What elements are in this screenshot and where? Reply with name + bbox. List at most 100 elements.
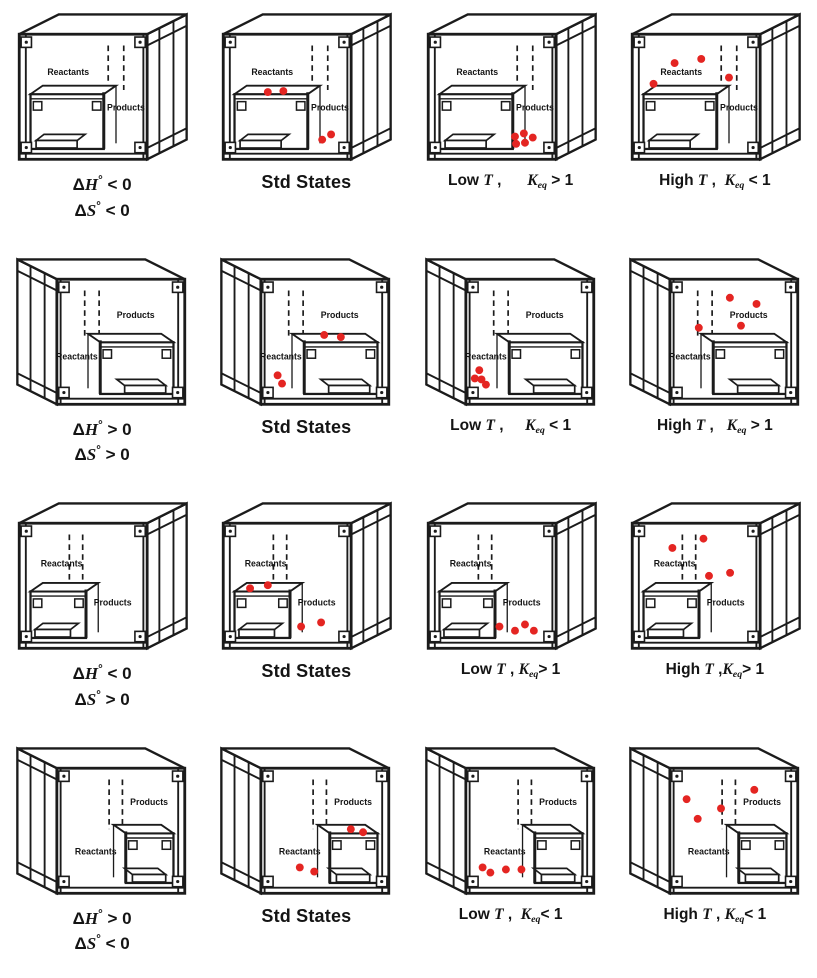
bolt-dot (176, 285, 180, 289)
crate-frame-line (221, 758, 262, 780)
crate-frame-line (17, 371, 58, 394)
bolt-dot (584, 774, 588, 778)
molecule-dot (296, 862, 305, 871)
bolt-dot (751, 40, 755, 44)
crate-face (734, 867, 782, 875)
bolt-dot (547, 634, 551, 639)
caption-text-run: ° (96, 444, 101, 457)
crate-frame-line (221, 269, 262, 291)
shelf-support-block (365, 348, 376, 359)
molecule-dot (511, 139, 520, 148)
bolt-dot (62, 390, 66, 394)
floor-beam (646, 628, 685, 638)
floor-beam (34, 628, 72, 638)
caption-text-run: ° (98, 663, 103, 676)
molecule-dot (327, 130, 336, 139)
shelf-support-block (510, 348, 521, 359)
crate-face (326, 867, 373, 875)
molecule-dot (726, 568, 734, 577)
reactants-label: Reactants (449, 558, 491, 568)
caption-text-run: < 0 (102, 175, 132, 194)
molecule-dot (697, 54, 706, 63)
bolt-dot (62, 285, 66, 289)
caption-text-run: K (527, 172, 538, 189)
caption-text-run: > 1 (546, 172, 574, 189)
floor-beam (532, 384, 576, 394)
cell-caption: High T , Keq < 1 (619, 172, 811, 191)
shelf-support-block (32, 100, 43, 111)
caption-text-run: ° (96, 199, 101, 212)
caption-text-run: eq (737, 424, 747, 436)
crate-face (436, 581, 510, 593)
molecule-dot (486, 868, 494, 877)
cell-caption: Std States (210, 417, 402, 438)
bolt-dot (24, 40, 29, 44)
caption-line: ΔS° < 0 (6, 198, 198, 224)
caption-text-run: > 0 (102, 419, 132, 439)
shelf-support-block (236, 598, 247, 609)
caption-text-run: > 1 (742, 661, 765, 678)
crate-frame-line (425, 860, 466, 883)
products-label: Products (502, 598, 540, 608)
crate-face (645, 622, 694, 631)
molecule-dot (699, 534, 708, 543)
caption-text-run: > 1 (746, 416, 773, 434)
bolt-dot (342, 145, 347, 150)
molecule-dot (704, 571, 713, 580)
caption-text-run: ° (98, 174, 103, 187)
caption-line: ΔH° > 0 (6, 906, 198, 932)
reactants-label: Reactants (41, 558, 83, 568)
bolt-dot (675, 774, 679, 778)
caption-text-run: ° (98, 907, 103, 920)
caption-text-run: T (483, 172, 493, 189)
crate-frame-line (759, 127, 800, 149)
molecule-dot (278, 379, 287, 388)
crate-frame-line (555, 513, 596, 536)
caption-text-run: , (705, 416, 727, 434)
molecule-dot (481, 380, 490, 389)
bolt-dot (547, 40, 551, 44)
shelf-support-block (570, 348, 581, 359)
crate-frame-line (629, 371, 671, 394)
caption-line: High T , Keq < 1 (619, 172, 811, 191)
cell-caption: Std States (210, 906, 402, 927)
crate-frame-line (351, 127, 392, 149)
shelf-support-block (365, 839, 376, 850)
molecule-dot (318, 135, 327, 144)
caption-text-run: H (84, 419, 99, 439)
molecule-dot (264, 581, 273, 590)
crate-face (530, 867, 577, 875)
products-label: Products (117, 310, 155, 320)
molecule-dot (670, 59, 679, 68)
bolt-dot (675, 879, 679, 883)
bolt-dot (176, 879, 180, 883)
caption-text-run: eq (531, 913, 541, 925)
bolt-dot (675, 285, 679, 289)
bolt-dot (547, 145, 551, 150)
shelf-support-block (774, 839, 785, 850)
reactants-label: Reactants (252, 67, 294, 77)
shelf-support-block (74, 598, 85, 609)
molecule-dot (649, 79, 658, 88)
bolt-dot (380, 285, 384, 289)
floor-beam (123, 384, 167, 394)
crate-face (85, 332, 177, 343)
caption-text-run: H (84, 175, 99, 194)
caption-text-run: H (84, 908, 99, 928)
bolt-dot (266, 285, 270, 289)
crate-frame-line (351, 513, 392, 536)
crate-frame-line (555, 127, 596, 149)
crate-face (32, 622, 82, 631)
crate-frame-line (17, 860, 58, 883)
caption-text-run: T (702, 905, 712, 923)
caption-text-run: , (505, 661, 519, 678)
molecule-dot (716, 804, 725, 812)
caption-text-run: eq (734, 180, 745, 191)
